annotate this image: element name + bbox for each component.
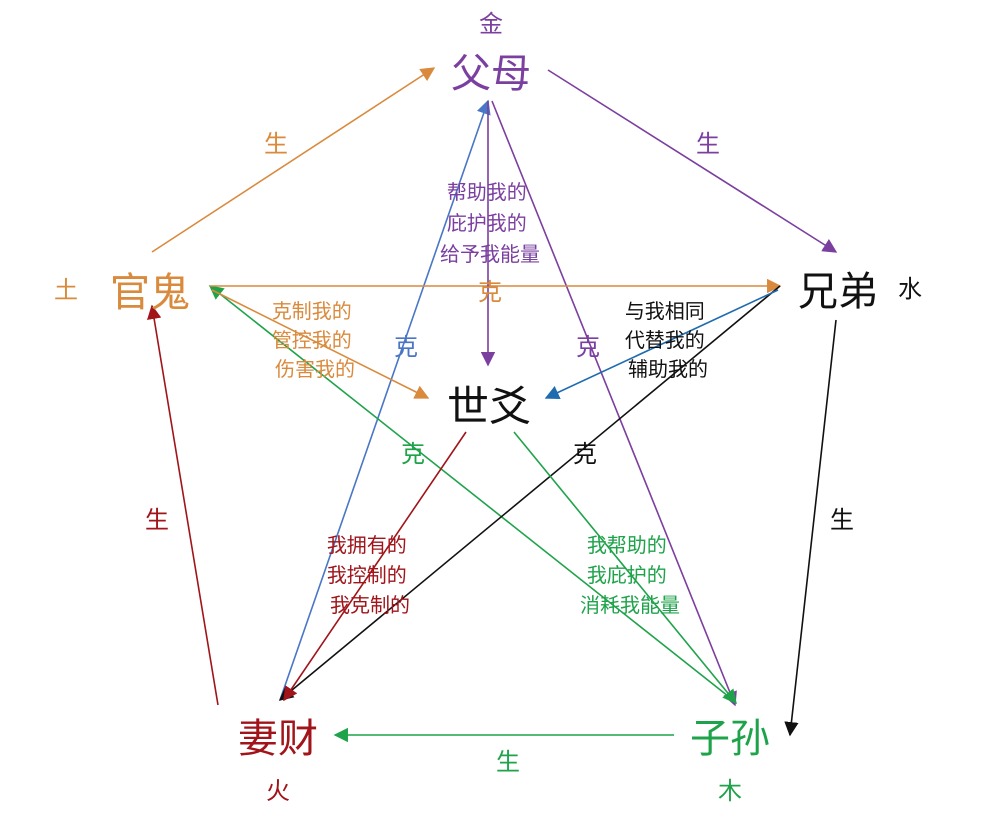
- offspring-element-label: 木: [718, 777, 742, 805]
- official-description-line: 克制我的: [272, 299, 352, 323]
- label-sheng-brother-offspring: 生: [830, 506, 854, 534]
- wife-element-label: 火: [266, 777, 290, 805]
- offspring-description-line: 消耗我能量: [580, 593, 680, 617]
- label-sheng-official-father: 生: [264, 130, 288, 158]
- arrow-ke-brother-to-wife: [278, 285, 781, 701]
- father-element-label: 金: [479, 10, 503, 38]
- label-ke-father-offspring: 克: [576, 333, 600, 361]
- label-ke-wife-father: 克: [394, 333, 418, 361]
- official-element-label: 土: [54, 276, 78, 304]
- arrow-self-to-offspring: [513, 431, 737, 705]
- father-node-label: 父母: [451, 51, 531, 97]
- arrow-ke-offspring-to-official: [208, 285, 734, 701]
- wife-description-line: 我克制的: [330, 593, 410, 617]
- arrow-ke-wife-to-father: [279, 99, 491, 701]
- arrow-sheng-wife-to-official: [147, 304, 219, 706]
- label-sheng-offspring-wife: 生: [496, 748, 520, 776]
- wife-description: 我拥有的 我控制的 我克制的: [327, 533, 413, 617]
- brother-description-line: 与我相同: [625, 299, 705, 323]
- official-node-label: 官鬼: [110, 270, 190, 316]
- wife-node-label: 妻财: [238, 716, 318, 762]
- label-ke-offspring-official: 克: [401, 440, 425, 468]
- self-node-label: 世爻: [447, 382, 531, 431]
- father-description-line: 帮助我的: [447, 180, 527, 204]
- brother-description: 与我相同 代替我的 辅助我的: [625, 299, 711, 381]
- offspring-description-line: 我帮助的: [587, 533, 667, 557]
- arrow-sheng-father-to-brother: [547, 69, 838, 253]
- arrow-sheng-official-to-father: [151, 67, 436, 253]
- official-description: 克制我的 管控我的 伤害我的: [272, 299, 358, 381]
- brother-node-label: 兄弟: [798, 269, 878, 315]
- arrow-sheng-brother-to-offspring: [784, 319, 837, 737]
- father-description-line: 庇护我的: [447, 211, 527, 235]
- wife-description-line: 我控制的: [327, 563, 407, 587]
- brother-element-label: 水: [898, 275, 922, 303]
- arrow-brother-to-self: [544, 289, 779, 400]
- arrow-self-to-wife: [283, 431, 467, 702]
- label-ke-official-brother: 克: [478, 278, 502, 306]
- offspring-node-label: 子孙: [690, 716, 770, 762]
- label-ke-brother-wife: 克: [573, 440, 597, 468]
- label-sheng-wife-official: 生: [145, 506, 169, 534]
- official-description-line: 伤害我的: [275, 357, 355, 381]
- official-description-line: 管控我的: [272, 328, 352, 352]
- brother-description-line: 辅助我的: [628, 357, 708, 381]
- father-description: 帮助我的 庇护我的 给予我能量: [440, 180, 540, 266]
- brother-description-line: 代替我的: [625, 328, 705, 352]
- offspring-description-line: 我庇护的: [587, 563, 667, 587]
- father-description-line: 给予我能量: [440, 242, 540, 266]
- offspring-description: 我帮助的 我庇护的 消耗我能量: [580, 533, 680, 617]
- arrow-official-to-self: [211, 289, 430, 399]
- arrow-ke-father-to-offspring: [491, 100, 737, 707]
- wife-description-line: 我拥有的: [327, 533, 407, 557]
- label-sheng-father-brother: 生: [696, 130, 720, 158]
